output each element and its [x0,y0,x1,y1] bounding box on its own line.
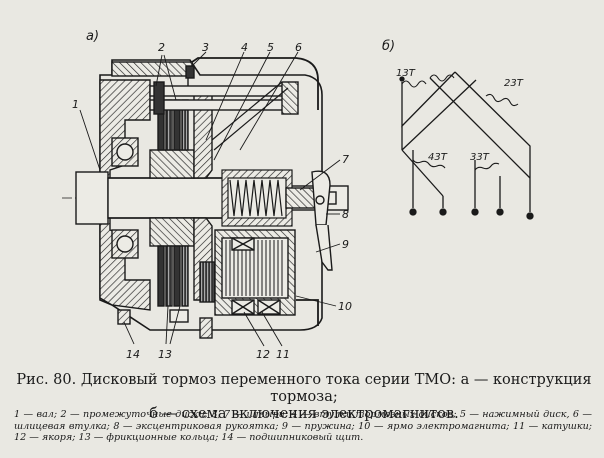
leader-lines [79,51,341,347]
part-label-1: 1 [72,98,79,111]
part-labels: а) 1 2 3 4 5 6 7 8 9 10 11 12 13 14 [72,29,352,361]
eccentric-handle [311,170,333,271]
coil-label-33t: 33Т [470,152,490,163]
electromagnet [199,229,296,316]
part-label-3: 3 [202,41,209,54]
part-label-6: 6 [295,41,302,54]
wiring-diagram [399,71,534,220]
caption-line-2: б — схема включения электромагнитов. [149,406,459,422]
coil-label-13t: 13Т [396,68,416,79]
bearing-upper [111,137,139,167]
part-label-4: 4 [241,41,248,54]
coil-13t-winding [429,74,455,82]
part-label-9: 9 [342,238,349,251]
part-label-11: 11 [276,348,290,361]
caption-line-1: Рис. 80. Дисковый тормоз переменного ток… [16,372,592,405]
panel-b-label: б) [382,39,395,54]
part-label-2: 2 [158,41,165,54]
legend-text: 1 — вал; 2 — промежуточные диски; 3, 7 —… [14,409,592,443]
spring [221,169,293,227]
part-label-8: 8 [342,208,349,221]
panel-a-label: а) [86,29,99,44]
figure-caption: Рис. 80. Дисковый тормоз переменного ток… [14,372,594,423]
part-label-5: 5 [267,41,274,54]
coil-label-43t: 43Т [428,152,448,163]
part-label-7: 7 [342,153,349,166]
figure-legend: 1 — вал; 2 — промежуточные диски; 3, 7 —… [14,409,592,444]
bearing-lower [111,229,139,259]
coil-label-23t: 23Т [504,78,524,89]
brake-cross-section [62,51,350,347]
part-label-14: 14 [126,348,140,361]
figure-80: а) 1 2 3 4 5 6 7 8 9 10 11 12 13 14 [62,29,534,361]
wiring-labels: б) 13Т 23Т 43Т 33Т [382,39,524,163]
part-label-13: 13 [158,348,172,361]
part-label-10: 10 [338,300,352,313]
part-label-12: 12 [256,348,270,361]
